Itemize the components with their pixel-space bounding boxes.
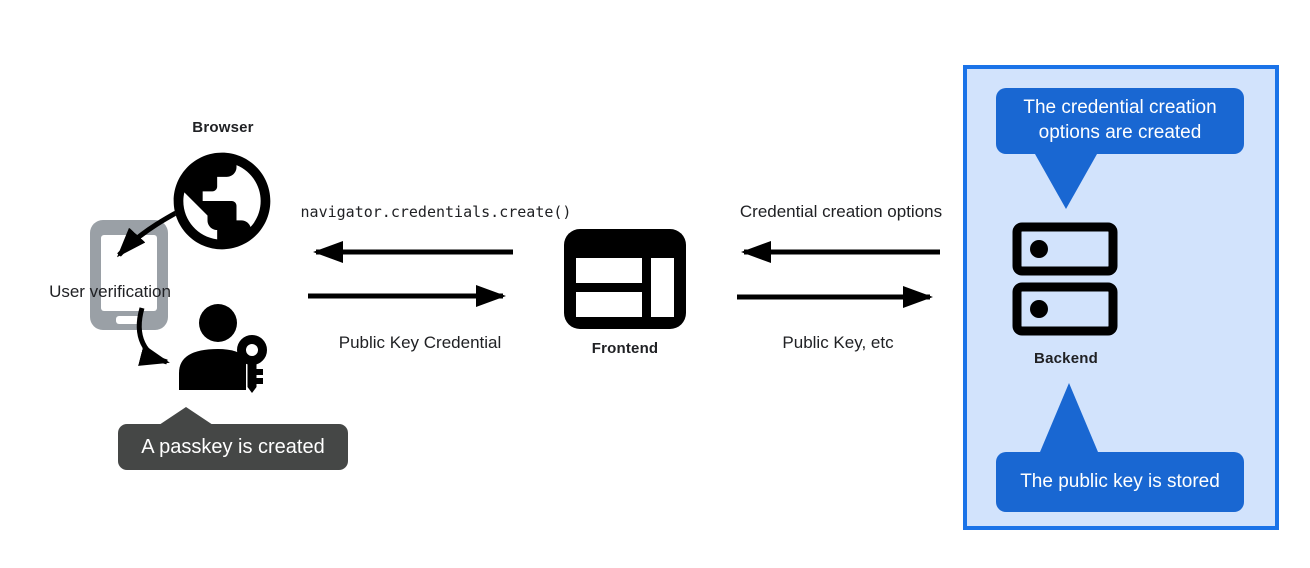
globe-glyph	[173, 152, 271, 250]
window-pane-side	[651, 258, 674, 317]
backend-label: Backend	[1034, 350, 1098, 367]
callout-pointer-up	[1040, 383, 1098, 452]
globe-icon	[173, 152, 271, 250]
browser-window-icon	[564, 229, 686, 329]
server-unit-2	[1012, 282, 1118, 336]
phone-home-bar	[116, 316, 142, 324]
server-led-1	[1030, 240, 1048, 258]
server-stack-icon	[1012, 222, 1118, 336]
frontend-label: Frontend	[591, 340, 659, 357]
server-unit-1	[1012, 222, 1118, 276]
public-key-etc-label: Public Key, etc	[782, 333, 894, 352]
options-created-text: The credential creation options are crea…	[1023, 97, 1217, 143]
passkey-created-text: A passkey is created	[141, 435, 325, 458]
person-body	[179, 349, 246, 390]
smartphone-icon	[90, 220, 168, 330]
public-key-credential-label: Public Key Credential	[338, 333, 502, 352]
credential-creation-options-label: Credential creation options	[739, 202, 943, 221]
callout-pointer-up	[159, 407, 213, 425]
key-shaft	[247, 360, 263, 393]
person-with-key-icon	[179, 304, 267, 393]
callout-pointer-down	[1035, 154, 1097, 209]
user-verification-label: User verification	[49, 282, 171, 301]
window-pane-top	[576, 258, 642, 283]
browser-label: Browser	[192, 119, 254, 136]
public-key-stored-text: The public key is stored	[1020, 470, 1220, 492]
server-led-2	[1030, 300, 1048, 318]
public-key-stored-callout: The public key is stored	[996, 383, 1244, 512]
key-ring	[237, 335, 267, 365]
person-head	[199, 304, 237, 342]
create-call-label: navigator.credentials.create()	[300, 203, 572, 221]
window-pane-bottom	[576, 292, 642, 317]
options-created-callout: The credential creation options are crea…	[996, 88, 1244, 209]
passkey-created-callout: A passkey is created	[118, 407, 348, 470]
